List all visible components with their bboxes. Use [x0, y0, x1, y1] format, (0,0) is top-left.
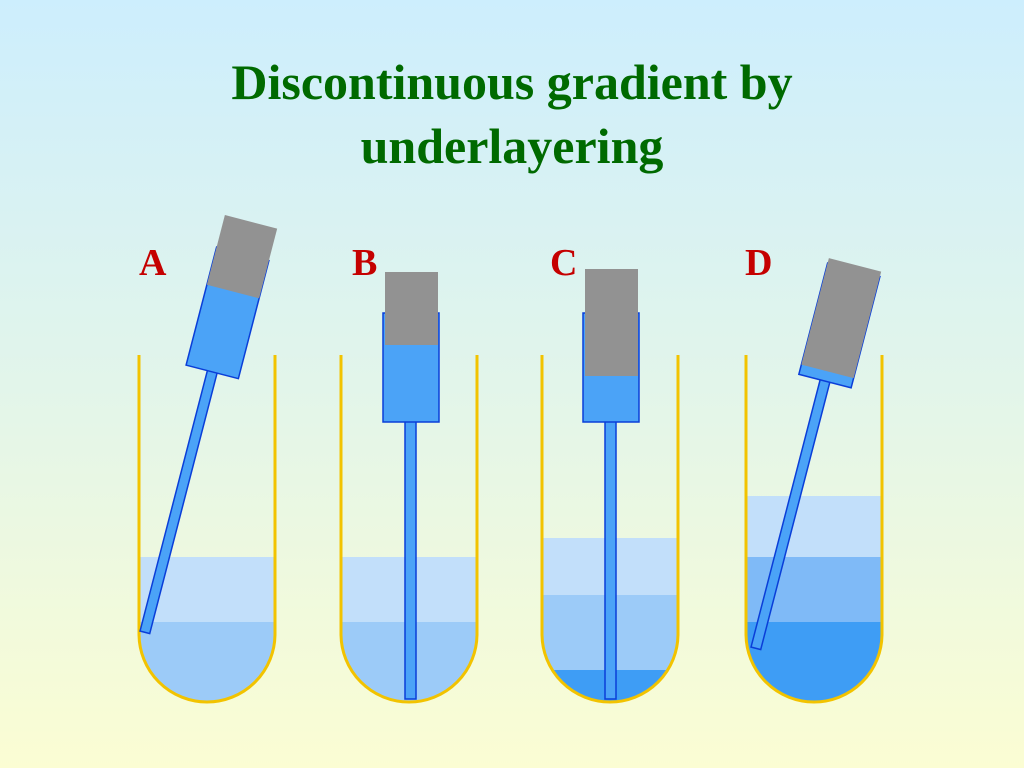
title-line-2: underlayering: [360, 118, 664, 174]
label-d: D: [745, 242, 772, 284]
title-line-1: Discontinuous gradient by: [231, 54, 793, 110]
tube-a: A: [137, 215, 278, 704]
tube-b-wall: [339, 355, 479, 704]
tube-d-layer-top: [746, 496, 882, 558]
tube-b-pipette-stem: [404, 420, 417, 700]
tube-d: D: [744, 242, 884, 704]
tube-a-wall: [137, 355, 277, 704]
slide-title: Discontinuous gradient by underlayering: [0, 50, 1024, 178]
tube-d-pipette-bulb: [801, 258, 882, 379]
tube-c: C: [540, 242, 680, 704]
tube-c-pipette-bulb: [585, 269, 638, 376]
label-c: C: [550, 242, 577, 284]
tube-a-layer-bottom: [139, 622, 275, 702]
tube-d-pipette: [750, 258, 882, 651]
tube-a-pipette: [139, 215, 278, 635]
tube-a-pipette-bulb: [206, 215, 278, 299]
tube-b-pipette: [382, 272, 440, 700]
tube-c-wall: [540, 355, 680, 704]
tube-d-wall: [744, 355, 884, 704]
tube-c-pipette-stem: [604, 420, 617, 700]
tube-c-pipette: [582, 269, 640, 700]
tube-b-pipette-bulb: [385, 272, 438, 345]
label-a: A: [139, 242, 167, 284]
label-b: B: [352, 242, 377, 284]
tube-b: B: [339, 242, 479, 704]
tube-d-layer-middle: [746, 557, 882, 623]
